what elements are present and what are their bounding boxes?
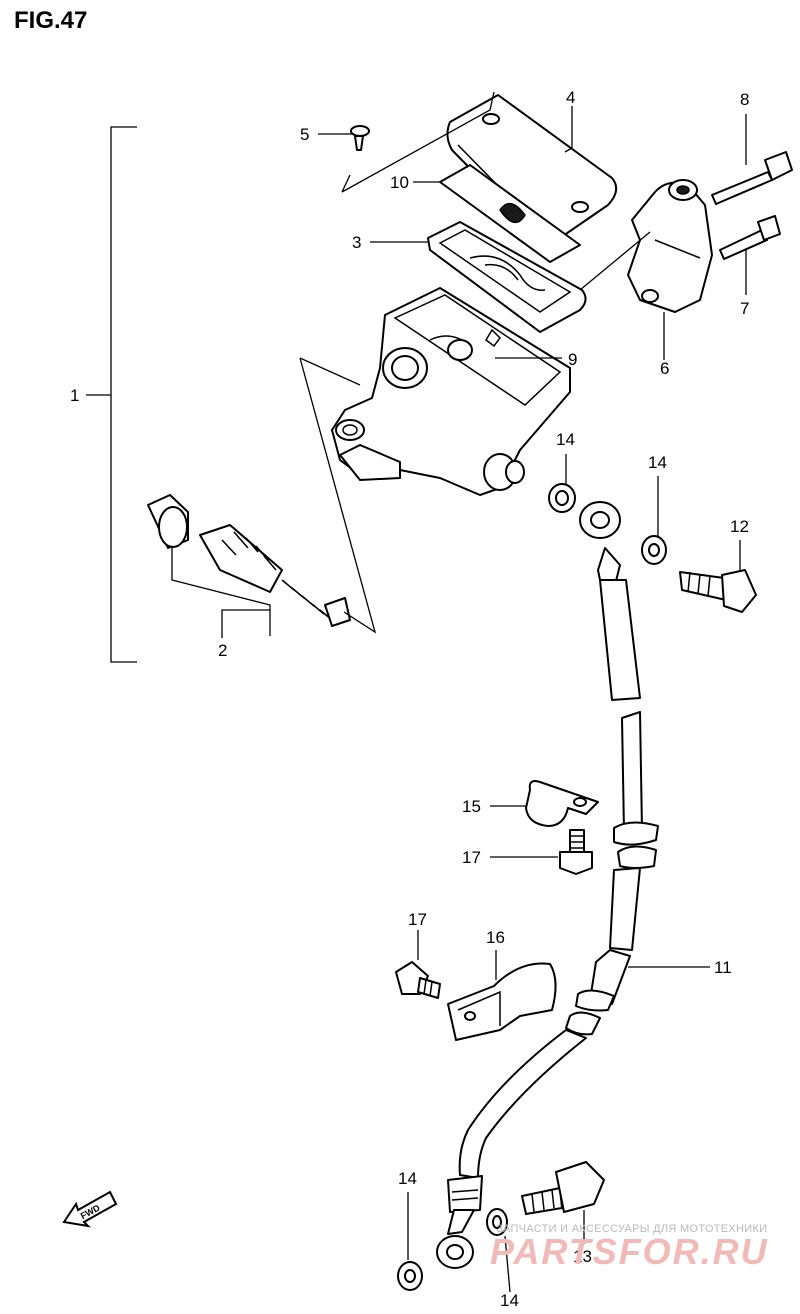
watermark-brand: PARTSFOR.RU bbox=[490, 1231, 769, 1272]
callout-1: 1 bbox=[70, 386, 79, 405]
holder-bolt-8 bbox=[711, 151, 793, 205]
callout-9: 9 bbox=[568, 350, 577, 369]
holder-bolt-7 bbox=[719, 215, 781, 260]
callout-4: 4 bbox=[566, 88, 575, 107]
watermark: ЗАПЧАСТИ И АКСЕССУАРЫ ДЛЯ МОТОТЕХНИКИ PA… bbox=[490, 1223, 769, 1272]
holder-clamp bbox=[627, 179, 713, 313]
hose-clamp-16 bbox=[447, 962, 557, 1041]
assembly-bracket bbox=[86, 126, 137, 663]
union-bolt-13 bbox=[521, 1161, 605, 1215]
callout-5: 5 bbox=[300, 125, 309, 144]
callout-13: 13 bbox=[573, 1247, 592, 1266]
callout-6: 6 bbox=[660, 359, 669, 378]
washer-14-lower-b bbox=[486, 1208, 508, 1236]
washer-14-upper bbox=[548, 483, 576, 513]
washer-14-mid bbox=[641, 535, 667, 565]
master-cylinder-body bbox=[331, 287, 571, 496]
union-bolt-12 bbox=[679, 569, 757, 613]
figure-title: FIG.47 bbox=[14, 7, 87, 34]
callout-2: 2 bbox=[218, 641, 227, 660]
brake-hose bbox=[436, 547, 659, 1269]
washer-14-lower-a bbox=[397, 1261, 423, 1291]
callout-17-b: 17 bbox=[408, 910, 427, 929]
diaphragm-plate bbox=[439, 164, 581, 263]
watermark-tagline: ЗАПЧАСТИ И АКСЕССУАРЫ ДЛЯ МОТОТЕХНИКИ bbox=[496, 1223, 767, 1235]
piston-set bbox=[147, 494, 351, 627]
callout-11: 11 bbox=[714, 958, 732, 977]
screw-5 bbox=[350, 125, 370, 151]
hose-clamp-15 bbox=[525, 780, 599, 827]
leader-lines bbox=[171, 106, 747, 1293]
callout-14-a: 14 bbox=[556, 430, 575, 449]
callout-8: 8 bbox=[740, 90, 749, 109]
callout-10: 10 bbox=[390, 173, 409, 192]
clamp-bolt-17-upper bbox=[559, 829, 593, 875]
diaphragm bbox=[427, 221, 587, 333]
callout-14-d: 14 bbox=[500, 1291, 519, 1310]
banjo-fitting-upper bbox=[579, 501, 621, 539]
clamp-bolt-17-lower bbox=[395, 961, 441, 999]
callout-12: 12 bbox=[730, 517, 749, 536]
guide-lines bbox=[299, 91, 651, 634]
callout-14-b: 14 bbox=[648, 453, 667, 472]
callout-16: 16 bbox=[486, 928, 505, 947]
callout-labels: 1 2 3 4 5 6 7 8 9 10 11 12 13 14 14 14 1… bbox=[70, 88, 749, 1310]
callout-3: 3 bbox=[352, 233, 361, 252]
callout-14-c: 14 bbox=[398, 1169, 417, 1188]
callout-7: 7 bbox=[740, 299, 749, 318]
callout-15: 15 bbox=[462, 797, 481, 816]
fwd-arrow: FWD bbox=[62, 1190, 118, 1228]
callout-17-a: 17 bbox=[462, 848, 481, 867]
